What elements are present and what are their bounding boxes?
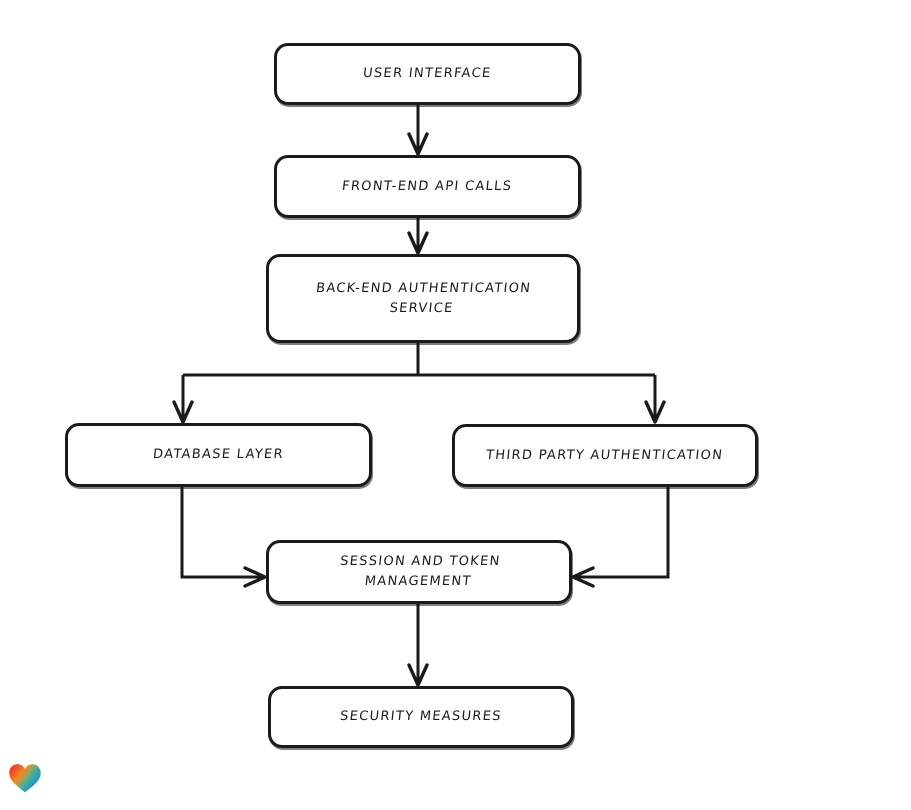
node-database-layer-label: Database Layer — [152, 447, 285, 462]
node-security-measures-label: Security Measures — [339, 709, 503, 724]
node-session-and-token-management-label: Session and Token Management — [339, 554, 502, 589]
heart-icon — [9, 764, 41, 793]
edge-backend-to-thirdparty — [644, 375, 666, 424]
node-user-interface[interactable]: User Interface — [274, 43, 581, 105]
node-session-and-token-management[interactable]: Session and Token Management — [266, 540, 572, 604]
node-back-end-authentication-service[interactable]: Back-End Authentication Service — [266, 254, 580, 343]
edge-backend-to-database — [172, 375, 194, 424]
node-third-party-authentication[interactable]: Third Party Authentication — [452, 424, 758, 487]
node-front-end-api-calls-label: Front-End API Calls — [341, 178, 514, 194]
edge-frontend-to-backend — [407, 218, 429, 255]
node-database-layer[interactable]: Database Layer — [65, 423, 372, 487]
edge-ui-to-frontend — [407, 105, 429, 156]
edge-session-to-security — [407, 604, 429, 687]
node-user-interface-label: User Interface — [362, 66, 493, 81]
node-back-end-authentication-service-label: Back-End Authentication Service — [315, 280, 533, 316]
node-third-party-authentication-label: Third Party Authentication — [485, 447, 725, 463]
node-front-end-api-calls[interactable]: Front-End API Calls — [274, 155, 581, 218]
node-security-measures[interactable]: Security Measures — [268, 686, 574, 748]
edge-database-to-session — [180, 487, 267, 588]
edge-backend-split-bus — [183, 343, 655, 377]
edge-thirdparty-to-session — [571, 487, 670, 588]
